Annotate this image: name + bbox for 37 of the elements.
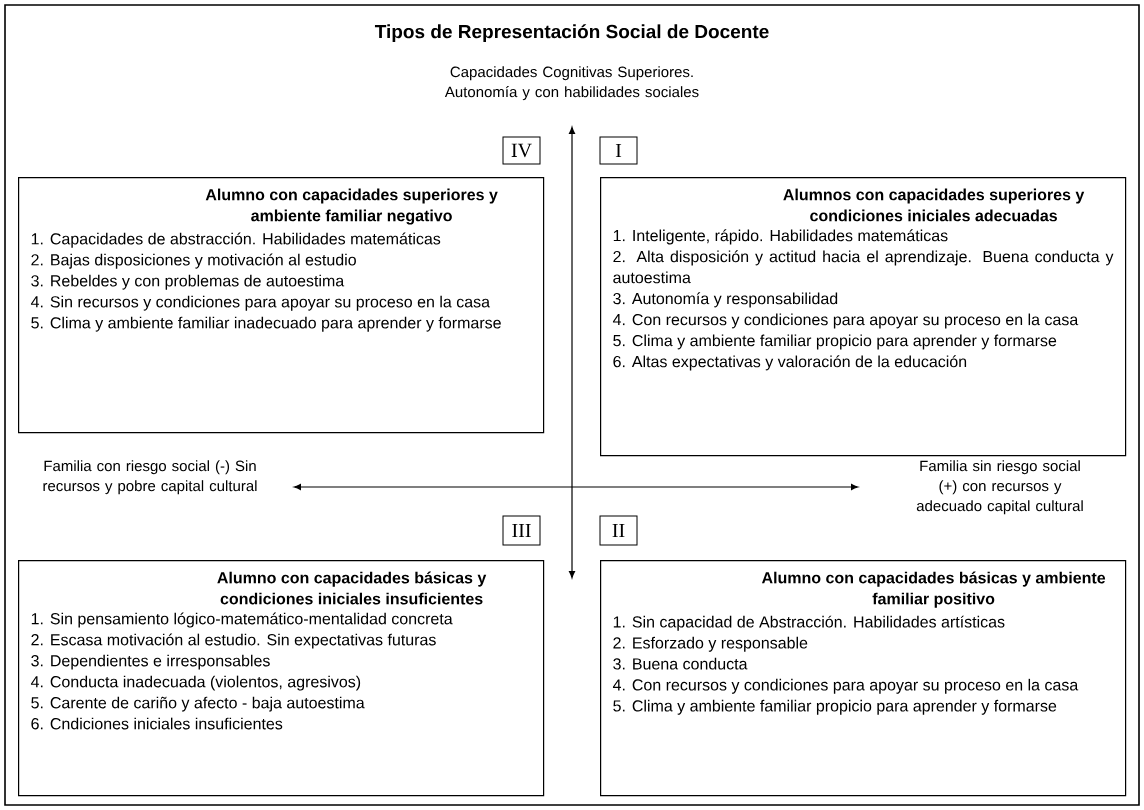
list-item: 3. Rebeldes y con problemas de autoestima — [31, 274, 345, 290]
list-item: 2. Alta disposición y actitud hacia el aprendizaje. Buena conducta y autoestima — [613, 250, 1114, 284]
numeral-box: II — [599, 515, 638, 546]
list-item: 5. Clima y ambiente familiar propicio para aprender y formarse — [613, 334, 1057, 350]
list-item: 4. Con recursos y condiciones para apoyar su proceso en la casa — [612, 313, 1079, 329]
list-item: 4. Con recursos y condiciones para apoyar su proceso en la casa — [612, 678, 1079, 694]
list-item: 2. Bajas disposiciones y motivación al estudio — [31, 253, 356, 269]
quadrant-box — [600, 177, 1127, 457]
axis-label: Familia con riesgo social (-) Sin recursos y pobre capital cultural — [43, 460, 257, 495]
list-item: 3. Buena conducta — [613, 657, 748, 670]
list-item: 5. Clima y ambiente familiar propicio para aprender y formarse — [613, 699, 1057, 715]
numeral-box: IV — [502, 136, 541, 165]
list-item: 2. Escasa motivación al estudio. Sin expectativas futuras — [31, 633, 436, 649]
list-item: 2. Esforzado y responsable — [613, 636, 808, 652]
list-item: 3. Autonomía y responsabilidad — [613, 292, 838, 308]
box-heading: Alumno con capacidades superiores y ambiente familiar negativo — [205, 188, 498, 225]
list-item: 1. Inteligente, rápido. Habilidades matemáticas — [613, 229, 948, 245]
title: Tipos de Representación Social de Docente — [374, 24, 769, 43]
numeral-box: III — [502, 515, 541, 546]
list-item: 1. Capacidades de abstracción. Habilidades matemáticas — [31, 232, 441, 248]
list-item: 6. Altas expectativas y valoración de la educación — [613, 355, 967, 371]
list-item: 5. Carente de cariño y afecto - baja autoestima — [31, 696, 365, 712]
numeral-box: I — [599, 136, 638, 165]
box-heading: Alumnos con capacidades superiores y condiciones iniciales adecuadas — [783, 188, 1085, 222]
box-heading: Alumno con capacidades básicas y condiciones iniciales insuficientes — [217, 571, 487, 605]
list-item: 1. Sin pensamiento lógico-matemático-mentalidad concreta — [31, 612, 453, 628]
list-item: 3. Dependientes e irresponsables — [31, 654, 270, 670]
quadrant-box — [18, 560, 545, 797]
list-item: 4. Sin recursos y condiciones para apoyar su proceso en la casa — [30, 295, 490, 311]
quadrant-box — [18, 177, 545, 434]
list-item: 6. Cndiciones iniciales insuficientes — [31, 717, 283, 730]
list-item: 1. Sin capacidad de Abstracción. Habilidades artísticas — [613, 615, 1005, 631]
list-item: 4. Conducta inadecuada (violentos, agresivos) — [30, 675, 361, 691]
box-heading: Alumno con capacidades básicas y ambiente familiar positivo — [761, 571, 1106, 608]
axis-label: Capacidades Cognitivas Superiores. Autonomía y con habilidades sociales — [444, 66, 699, 101]
quadrant-box — [600, 560, 1127, 797]
list-item: 5. Clima y ambiente familiar inadecuado para aprender y formarse — [31, 316, 501, 332]
